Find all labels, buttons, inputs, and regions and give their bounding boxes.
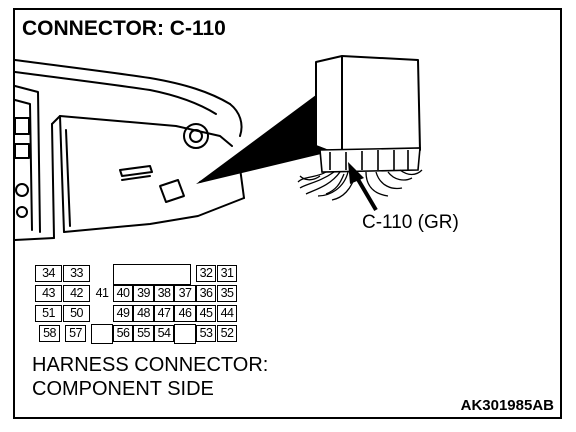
figure-code: AK301985AB [460,397,554,414]
connector-title: CONNECTOR: C-110 [22,17,226,40]
pin-42: 42 [63,285,90,302]
pin-32: 32 [196,265,216,282]
pin-52: 52 [217,325,237,342]
pin-34: 34 [35,265,62,282]
pin-41: 41 [91,285,113,302]
connector-callout-label: C-110 (GR) [362,212,459,233]
pin-46: 46 [174,305,196,322]
pin-35: 35 [217,285,237,302]
pin-39: 39 [133,285,154,302]
pin-31: 31 [217,265,237,282]
pin-37: 37 [174,285,196,302]
pin-57: 57 [65,325,86,342]
diagram-frame [13,8,562,419]
pin-40: 40 [113,285,133,302]
pin-45: 45 [196,305,216,322]
pin-47: 47 [154,305,174,322]
pin-48: 48 [133,305,154,322]
pin-44: 44 [217,305,237,322]
pin-block-bottom-left [91,324,113,344]
pin-58: 58 [39,325,60,342]
caption-line-2: COMPONENT SIDE [32,378,214,400]
pin-block-bottom-right [174,324,196,344]
pin-block-top [113,264,191,285]
pin-51: 51 [35,305,62,322]
pin-38: 38 [154,285,174,302]
pin-53: 53 [196,325,216,342]
caption-line-1: HARNESS CONNECTOR: [32,354,269,376]
pin-33: 33 [63,265,90,282]
pin-55: 55 [133,325,154,342]
pin-36: 36 [196,285,216,302]
pin-56: 56 [113,325,133,342]
pin-43: 43 [35,285,62,302]
pin-49: 49 [113,305,133,322]
pin-50: 50 [63,305,90,322]
pin-54: 54 [154,325,174,342]
